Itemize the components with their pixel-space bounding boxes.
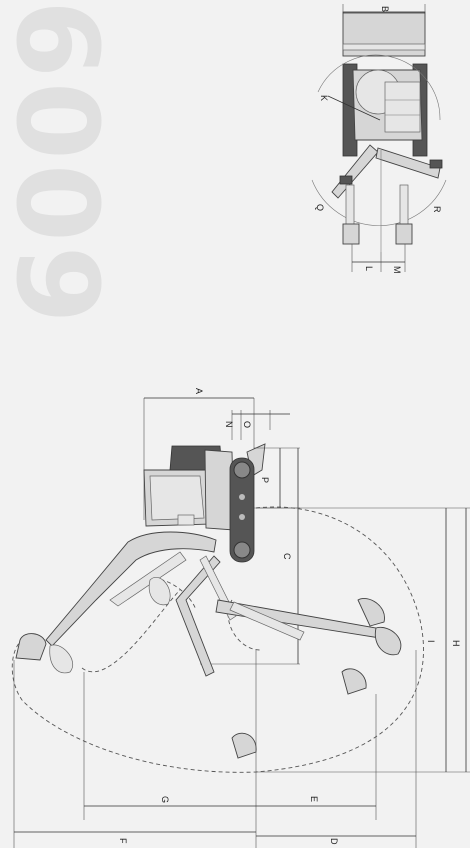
label-M: M [392,266,402,274]
side-view: A N O P C [11,388,470,848]
bucket-dig [231,732,257,759]
bucket-lower [341,668,367,695]
label-H: H [451,640,461,647]
label-P: P [260,477,270,483]
label-O: O [242,421,252,428]
label-E: E [309,796,319,802]
bucket-extended [357,598,385,627]
top-view: B K Q R L [311,4,447,274]
label-A: A [194,388,204,394]
bucket-raised [15,633,47,661]
label-F: F [118,838,128,844]
label-R: R [432,206,442,213]
label-B: B [380,6,390,12]
label-I: I [426,640,436,643]
label-G: G [160,796,170,803]
label-Q: Q [315,204,325,211]
watermark-text: 6009 [0,0,121,328]
bucket-left-top [342,223,360,245]
boom-right-top [375,147,441,179]
working-envelope [11,506,424,773]
label-N: N [224,421,234,428]
label-K: K [319,95,329,101]
label-D: D [329,838,339,845]
label-L: L [364,266,374,271]
label-C: C [282,553,292,560]
crawler-track-side [229,457,255,563]
boom-mid [175,555,221,677]
bucket-right-top [395,223,413,245]
